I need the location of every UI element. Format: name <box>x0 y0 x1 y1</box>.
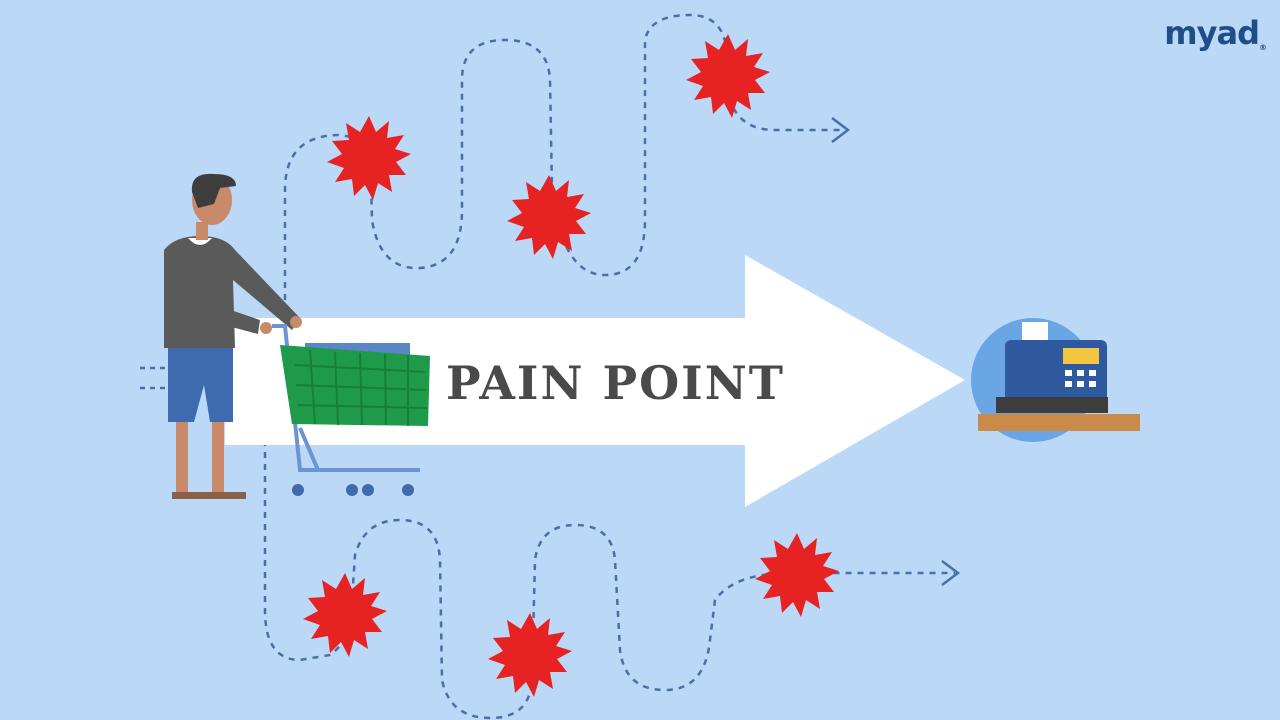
brand-logo-text: myad <box>1164 14 1260 52</box>
cash-register-icon <box>971 318 1140 442</box>
page-title: PAIN POINT <box>446 356 785 410</box>
red-starburst-icon <box>755 533 839 617</box>
shopping-cart-icon <box>272 324 430 496</box>
red-starburst-icon <box>488 613 572 697</box>
red-starburst-icon <box>686 34 770 118</box>
red-starburst-icon <box>303 573 387 657</box>
motion-lines <box>140 366 165 390</box>
main-arrow <box>225 255 965 507</box>
trademark-symbol: ® <box>1259 43 1267 52</box>
dashed-path-top <box>283 13 845 300</box>
person-pushing-cart-icon <box>164 173 302 499</box>
red-starburst-icon <box>327 116 411 200</box>
dashed-arrow-icon <box>941 560 961 586</box>
brand-logo[interactable]: myad® <box>1164 14 1267 52</box>
dashed-arrow-icon <box>831 117 851 143</box>
red-starburst-icon <box>507 175 591 259</box>
dashed-path-bottom <box>263 440 955 720</box>
